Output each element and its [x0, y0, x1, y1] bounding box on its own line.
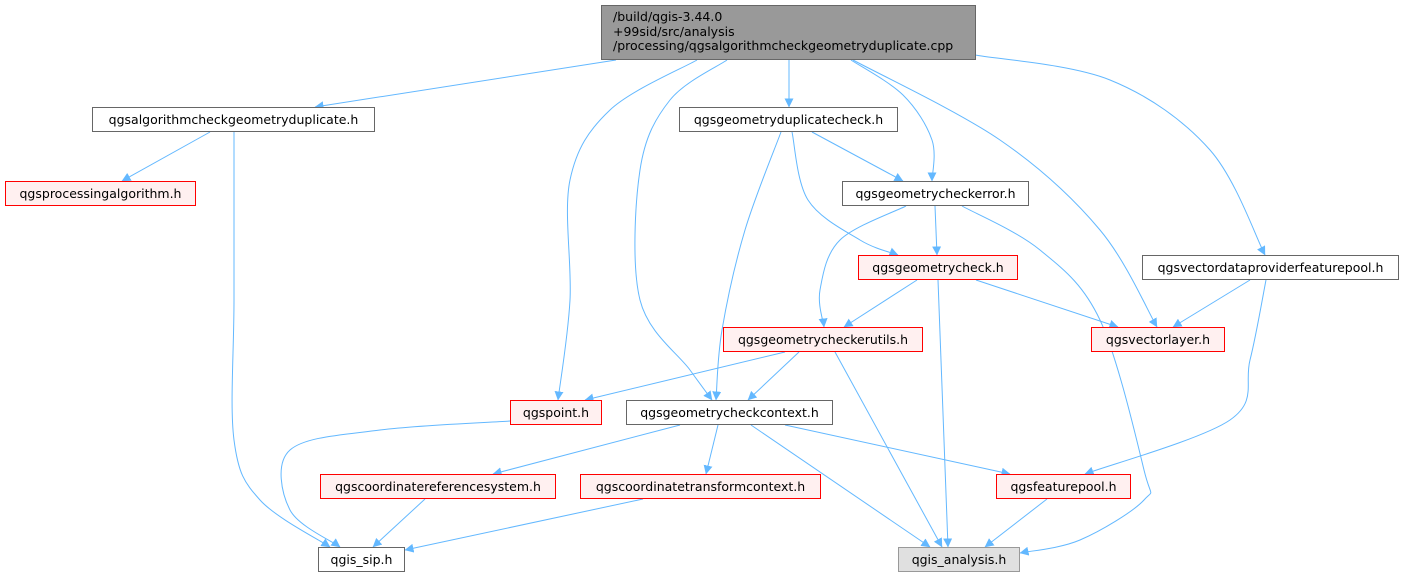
edge-geomcheck-to-analysis [937, 279, 953, 548]
edge-checkerutils-to-analysis [834, 351, 943, 548]
node-processing-algorithm[interactable]: qgsprocessingalgorithm.h [5, 181, 196, 206]
edge-vdpfp-to-featurepool [1084, 279, 1267, 476]
edge-vdpfp-to-vectorlayer [1172, 279, 1251, 328]
node-checker-utils[interactable]: qgsgeometrycheckerutils.h [723, 327, 923, 352]
edge-checkcontext-to-analysis [750, 424, 931, 548]
node-checker-error[interactable]: qgsgeometrycheckerror.h [842, 181, 1029, 206]
edge-geomcheck-to-checkerutils [843, 279, 918, 328]
edge-root-to-vdpfp [974, 54, 1266, 256]
node-vector-data-provider-feature-pool[interactable]: qgsvectordataproviderfeaturepool.h [1142, 255, 1399, 280]
root-file-line-2: +99sid/src/analysis [613, 23, 735, 39]
edge-root-to-point [554, 59, 698, 401]
edge-checkerutils-to-point [584, 351, 786, 403]
edge-checkerutils-to-checkcontext [747, 351, 800, 401]
node-duplicate-check[interactable]: qgsgeometryduplicatecheck.h [679, 107, 898, 132]
edge-checkcontext-to-featurepool [784, 424, 1011, 477]
edge-dupcheck-to-checkcontext [712, 131, 782, 401]
edge-dupcheck-to-geomcheck [791, 131, 899, 257]
node-qgis-sip[interactable]: qgis_sip.h [318, 547, 405, 572]
node-coordinate-transform-context[interactable]: qgscoordinatetransformcontext.h [580, 474, 821, 499]
edge-crs-to-sip [372, 498, 426, 548]
edge-checkerror-to-checkerutils [818, 205, 907, 328]
root-file-line-1: /build/qgis-3.44.0 [613, 9, 723, 24]
edge-ctc-to-sip [404, 498, 644, 553]
root-file-line-3: /processing/qgsalgorithmcheckgeometrydup… [613, 38, 954, 53]
edge-algo_h-to-sip [231, 132, 331, 548]
edge-root-to-vectorlayer [852, 59, 1158, 328]
node-feature-pool[interactable]: qgsfeaturepool.h [996, 474, 1131, 499]
edge-checkerror-to-geomcheck [932, 205, 942, 256]
edge-checkcontext-to-ctc [703, 424, 719, 475]
edge-algo_h-to-procalgo [121, 131, 211, 182]
node-point[interactable]: qgspoint.h [510, 400, 602, 425]
edge-checkcontext-to-crs [492, 424, 681, 477]
edge-featurepool-to-analysis [984, 498, 1048, 548]
node-check-context[interactable]: qgsgeometrycheckcontext.h [626, 400, 833, 425]
edge-geomcheck-to-vectorlayer [975, 279, 1119, 329]
edge-root-to-checkcontext [634, 59, 728, 401]
edge-dupcheck-to-checkerror [811, 131, 904, 182]
node-qgis-analysis: qgis_analysis.h [898, 547, 1020, 572]
root-file-node: /build/qgis-3.44.0 +99sid/src/analysis /… [601, 5, 976, 60]
node-geometry-check[interactable]: qgsgeometrycheck.h [858, 255, 1018, 280]
edge-checkerror-to-analysis [961, 205, 1152, 556]
edge-point-to-sip [280, 420, 511, 548]
node-algorithm-header[interactable]: qgsalgorithmcheckgeometryduplicate.h [92, 107, 375, 132]
edge-root-to-algo_h [314, 59, 617, 111]
edge-root-to-checkerror [850, 59, 937, 182]
node-coordinate-reference-system[interactable]: qgscoordinatereferencesystem.h [320, 474, 556, 499]
node-vector-layer[interactable]: qgsvectorlayer.h [1091, 327, 1225, 352]
edge-layer [121, 54, 1267, 556]
